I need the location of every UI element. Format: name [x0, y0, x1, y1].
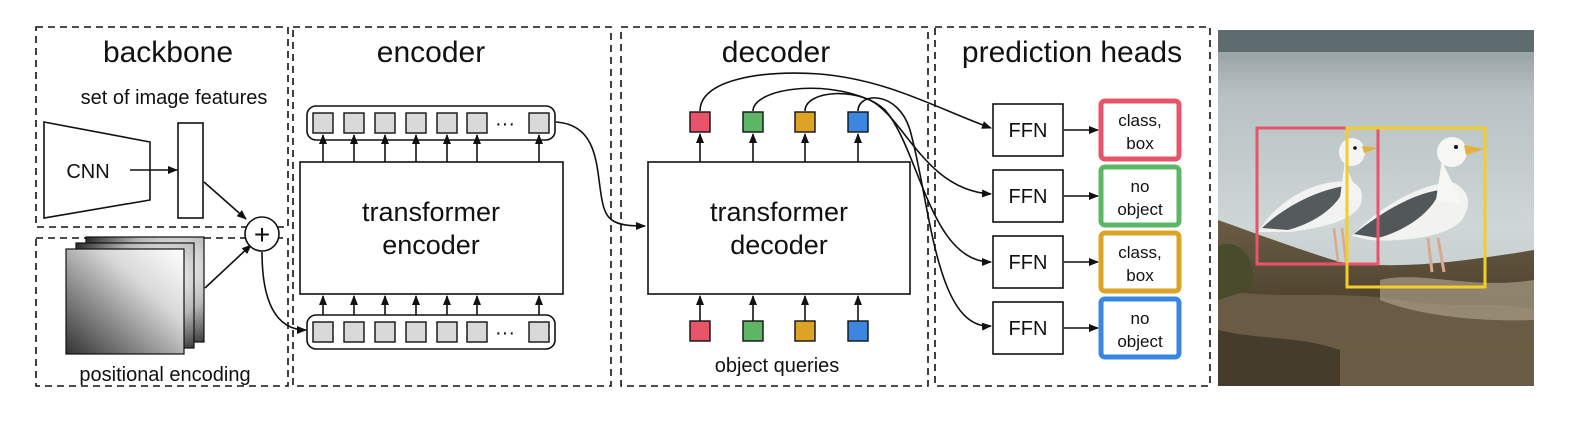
- encoder-input-token: [436, 321, 458, 343]
- encoder-output-token-row: [312, 112, 550, 134]
- ffn-label: FFN: [1009, 318, 1048, 340]
- encoder-input-token: [343, 321, 365, 343]
- image-features-label: set of image features: [81, 87, 268, 109]
- prediction-line2: object: [1117, 200, 1163, 219]
- detection-photo: [1218, 30, 1534, 386]
- positional-encoding-image: [65, 236, 205, 355]
- decoder-output-token: [742, 111, 764, 133]
- cnn-label: CNN: [66, 161, 109, 183]
- prediction-output-box: [1098, 164, 1182, 228]
- decoder-block-line2: decoder: [730, 230, 828, 260]
- encoder-input-token: [528, 321, 550, 343]
- sum-node: [244, 216, 280, 252]
- encoder-input-token-row: [312, 321, 550, 343]
- encoder-to-decoder-arrow: [555, 121, 646, 230]
- object-queries-label: object queries: [715, 355, 840, 377]
- sum-symbol: +: [254, 219, 270, 250]
- detection-box-right: [1345, 126, 1487, 289]
- ffn-label: FFN: [1009, 252, 1048, 274]
- decoder-output-token: [847, 111, 869, 133]
- ffn-block: [992, 301, 1064, 355]
- decoder-section: decoder transformer decoder object queri…: [620, 26, 992, 387]
- transformer-decoder-block: [647, 161, 911, 295]
- decoder-output-token: [689, 111, 711, 133]
- encoder-output-token: [374, 112, 396, 134]
- decoder-to-ffn-arrow: [699, 72, 992, 129]
- prediction-line2: box: [1126, 266, 1154, 285]
- decoder-to-heads-arrows: [699, 72, 992, 331]
- encoder-input-ellipsis: ···: [495, 322, 515, 344]
- positional-encoding-label: positional encoding: [79, 364, 250, 386]
- decoder-output-token: [794, 111, 816, 133]
- features-to-sum-arrow: [203, 181, 247, 220]
- prediction-output-box: [1098, 296, 1182, 360]
- ffn-label: FFN: [1009, 120, 1048, 142]
- backbone-frame: [35, 26, 289, 228]
- encoder-arrows: [319, 134, 543, 315]
- encoder-output-token: [466, 112, 488, 134]
- seagull-right: [1352, 137, 1484, 273]
- decoder-frame: [620, 26, 929, 387]
- prediction-output-box: [1098, 98, 1182, 162]
- seagull-left: [1258, 138, 1378, 263]
- encoder-output-ellipsis: ···: [495, 113, 515, 135]
- positional-to-sum-arrow: [204, 244, 252, 289]
- object-query-token: [847, 320, 869, 342]
- encoder-output-tokens: [306, 105, 556, 141]
- prediction-line2: box: [1126, 134, 1154, 153]
- decoder-block-line1: transformer: [710, 197, 848, 227]
- encoder-block-line2: encoder: [382, 230, 480, 260]
- prediction-line1: class,: [1118, 243, 1161, 262]
- object-query-token: [689, 320, 711, 342]
- prediction-line1: no: [1131, 177, 1150, 196]
- prediction-line1: class,: [1118, 111, 1161, 130]
- encoder-output-token: [436, 112, 458, 134]
- ffn-block: [992, 235, 1064, 289]
- encoder-input-token: [405, 321, 427, 343]
- object-query-token: [794, 320, 816, 342]
- image-features-bar: [177, 122, 204, 219]
- encoder-frame: [292, 26, 612, 387]
- decoder-token-rows: [689, 111, 869, 342]
- encoder-block-line1: transformer: [362, 197, 500, 227]
- cnn-block: [43, 121, 151, 219]
- prediction-line2: object: [1117, 332, 1163, 351]
- encoder-input-token: [312, 321, 334, 343]
- encoder-input-token: [374, 321, 396, 343]
- encoder-output-token: [343, 112, 365, 134]
- ffn-block: [992, 103, 1064, 157]
- encoder-output-token: [528, 112, 550, 134]
- ffn-label: FFN: [1009, 186, 1048, 208]
- object-query-token: [742, 320, 764, 342]
- encoder-output-token: [312, 112, 334, 134]
- backbone-title: backbone: [103, 36, 233, 69]
- prediction-output-box: [1098, 230, 1182, 294]
- backbone-section: backbone set of image features CNN posit…: [35, 26, 307, 387]
- decoder-to-ffn-arrow: [804, 92, 992, 266]
- transformer-encoder-block: [299, 161, 564, 295]
- encoder-input-token: [466, 321, 488, 343]
- encoder-section: encoder ··· transformer encoder ···: [292, 26, 646, 387]
- prediction-heads-frame: [934, 26, 1211, 387]
- detection-box-left: [1255, 126, 1380, 266]
- prediction-line1: no: [1131, 309, 1150, 328]
- encoder-title: encoder: [377, 36, 485, 69]
- prediction-heads-title: prediction heads: [962, 36, 1182, 69]
- sum-to-encoder-arrow: [261, 251, 307, 334]
- decoder-title: decoder: [722, 36, 830, 69]
- encoder-output-token: [405, 112, 427, 134]
- encoder-input-tokens: [306, 314, 556, 350]
- ffn-block: [992, 169, 1064, 223]
- decoder-to-ffn-arrow: [857, 97, 992, 331]
